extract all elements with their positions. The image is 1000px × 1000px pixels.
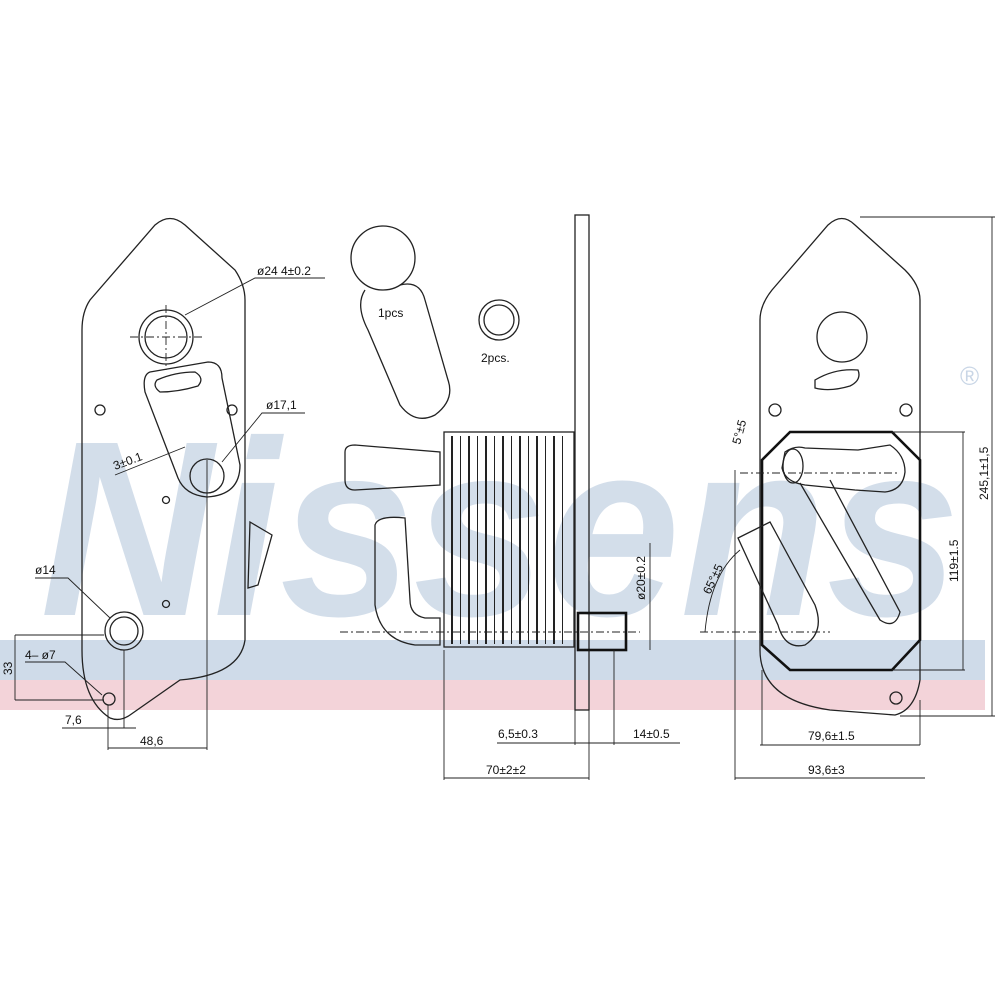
angled-hose: [737, 521, 819, 647]
mount-hole: [102, 692, 116, 706]
angle-arc: [704, 549, 741, 633]
dim-angle-top: 5°±5: [729, 418, 749, 446]
small-seal-ring: [478, 299, 520, 341]
dim-inlet-diameter: ø17,1: [266, 398, 297, 412]
dim-width-48-6: 48,6: [140, 734, 164, 748]
watermark-stripe-red: [0, 680, 985, 710]
dim-overall-depth: 70±2±2: [486, 763, 526, 777]
left-body-outline: [81, 217, 246, 721]
side-view: ø20±0.2 6,5±0.3 14±0.5 70±2±2: [340, 214, 680, 780]
gasket-seal: [360, 283, 451, 419]
label-large-seal-qty: 1pcs: [378, 306, 403, 320]
upper-hose: [781, 444, 906, 493]
small-hole: [161, 495, 171, 505]
flange-plate: [574, 214, 590, 711]
registered-mark: ®: [960, 361, 979, 391]
small-hole: [161, 599, 171, 609]
dim-spigot-length: 14±0.5: [633, 727, 670, 741]
cooler-stack: [443, 431, 575, 648]
right-outlet-port: [816, 311, 868, 363]
dim-width-79-6: 79,6±1.5: [808, 729, 855, 743]
gasket-slot: [154, 371, 202, 393]
diagonal-tube: [799, 479, 901, 625]
dim-mount-holes: 4– ø7: [25, 648, 56, 662]
dim-height-119: 119±1.5: [947, 539, 961, 582]
dim-flange-thickness: 6,5±0.3: [498, 727, 538, 741]
dim-small-port-diameter: ø14: [35, 563, 56, 577]
label-small-seal-qty: 2pcs.: [481, 351, 510, 365]
bolt-hole: [94, 404, 106, 416]
dim-outlet-diameter: ø24 4±0.2: [257, 264, 311, 278]
cooler-fins: [451, 436, 563, 644]
large-seal-ring: [350, 225, 416, 291]
bolt-hole: [226, 404, 238, 416]
seals: 1pcs 2pcs.: [350, 225, 520, 419]
side-tab: [247, 520, 273, 589]
mount-hole: [889, 691, 903, 705]
dim-width-93-6: 93,6±3: [808, 763, 845, 777]
spigot: [576, 611, 628, 652]
dim-offset-7-6: 7,6: [65, 713, 82, 727]
dim-height-33: 33: [1, 661, 15, 675]
right-body-outline: [759, 217, 921, 716]
bolt-hole: [768, 403, 782, 417]
left-view: ø24 4±0.2 ø17,1 3±0.1 ø14 4– ø7 33 7,6 4…: [1, 217, 325, 750]
watermark-logo: Nissens: [40, 389, 960, 668]
dim-total-height: 245,1±1,5: [977, 446, 991, 500]
right-view: 5°±5 65°±5 119±1.5 245,1±1,5 79,6±1.5 93…: [700, 216, 995, 780]
small-port: [109, 616, 139, 646]
bolt-hole: [899, 403, 913, 417]
upper-pipe: [344, 444, 441, 491]
dim-spigot-diameter: ø20±0.2: [634, 556, 648, 600]
lower-elbow-pipe: [374, 516, 441, 646]
